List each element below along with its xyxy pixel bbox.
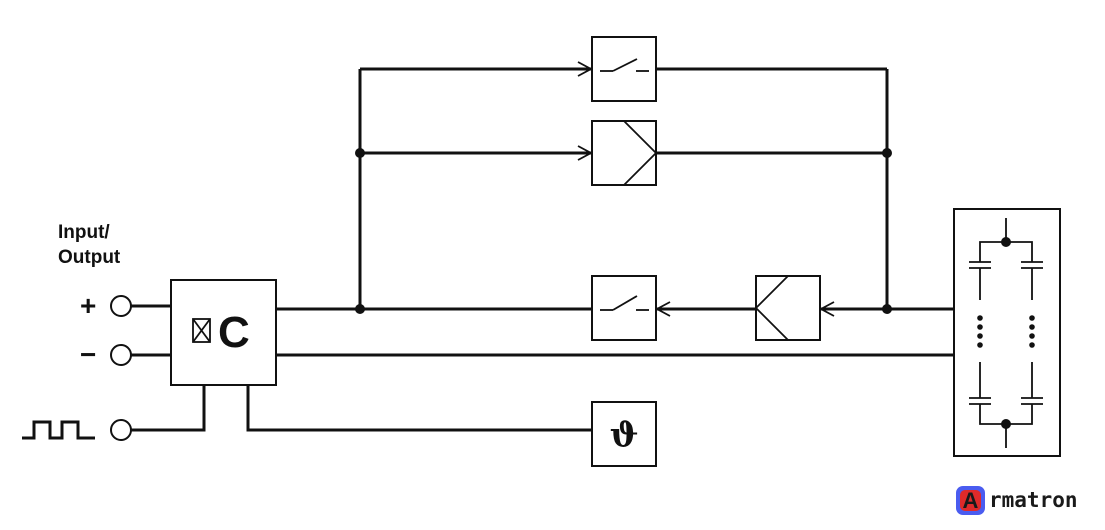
disable-box-icon bbox=[192, 318, 211, 343]
capacitor-icon bbox=[969, 362, 991, 405]
temperature-sensor-icon: ϑ bbox=[610, 415, 639, 455]
ellipsis-icon bbox=[977, 315, 983, 348]
temperature-sensor: ϑ bbox=[591, 401, 657, 467]
diode-icon bbox=[755, 275, 789, 341]
capacitor-bank bbox=[953, 208, 1061, 457]
diode-icon bbox=[623, 120, 657, 186]
plus-terminal-icon: + bbox=[80, 290, 96, 321]
capacitor-icon bbox=[1021, 362, 1043, 405]
controller-block: C bbox=[170, 279, 277, 386]
signal-terminal bbox=[110, 419, 132, 441]
upper-diode bbox=[591, 120, 657, 186]
minus-terminal bbox=[110, 344, 132, 366]
io-label-line2: Output bbox=[58, 247, 121, 268]
ellipsis-icon bbox=[1029, 315, 1035, 348]
pulse-signal-icon bbox=[22, 420, 95, 440]
junction-dots bbox=[355, 148, 892, 314]
logo-letter: A bbox=[963, 488, 979, 513]
wiring bbox=[131, 67, 956, 432]
lower-diode bbox=[755, 275, 821, 341]
io-label-line1: Input/ bbox=[58, 222, 110, 243]
lower-switch bbox=[591, 275, 657, 341]
logo-text: rmatron bbox=[989, 488, 1078, 512]
controller-label: C bbox=[218, 308, 250, 357]
plus-terminal bbox=[110, 295, 132, 317]
minus-terminal-icon: − bbox=[80, 339, 96, 370]
switch-icon bbox=[600, 58, 649, 72]
upper-switch bbox=[591, 36, 657, 102]
armatron-logo: A rmatron bbox=[956, 486, 1078, 515]
capacitor-icon bbox=[969, 261, 991, 300]
switch-icon bbox=[600, 295, 649, 311]
capacitor-icon bbox=[1021, 261, 1043, 300]
